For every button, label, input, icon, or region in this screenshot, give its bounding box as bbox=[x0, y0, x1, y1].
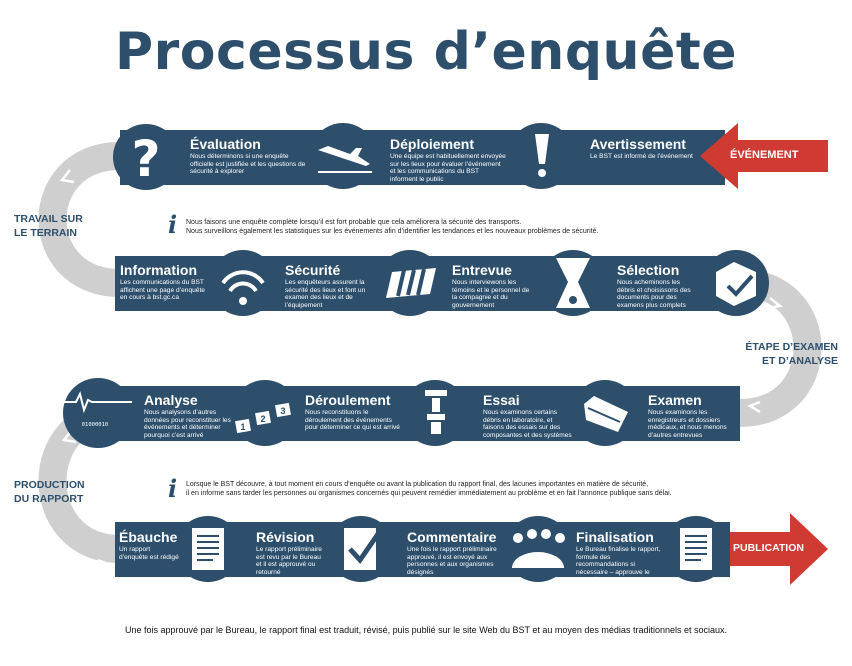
step-title: Entrevue bbox=[452, 262, 512, 278]
step-title: Déploiement bbox=[390, 136, 475, 152]
airplane-icon bbox=[310, 123, 376, 189]
curve-arrowhead bbox=[97, 294, 111, 308]
step-text: Un rapport d’enquête est rédigé bbox=[119, 546, 179, 561]
step-essai: Essai Nous examinons certains débris en … bbox=[483, 393, 573, 439]
curve-arrowhead bbox=[61, 429, 77, 444]
step-ebauche: Ébauche Un rapport d’enquête est rédigé bbox=[119, 530, 179, 561]
step-avertissement: Avertissement Le BST est informé de l’év… bbox=[590, 137, 698, 161]
folder-icon bbox=[572, 380, 638, 446]
info-icon: i bbox=[168, 210, 178, 239]
barrier-icon bbox=[377, 250, 443, 316]
evenement-arrow bbox=[700, 123, 828, 189]
step-title: Commentaire bbox=[407, 529, 497, 545]
step-text: Nous déterminons si une enquête officiel… bbox=[190, 153, 306, 176]
step-text: Le BST est informé de l’événement bbox=[590, 153, 693, 160]
step-text: Nous analysons d’autres données pour rec… bbox=[144, 409, 231, 439]
info-note-2-line2: il en informe sans tarder les personnes … bbox=[186, 490, 672, 497]
step-badge-1: 1 bbox=[240, 422, 245, 432]
step-badge-2: 2 bbox=[260, 414, 265, 424]
publication-arrow bbox=[730, 513, 828, 585]
document-icon bbox=[175, 516, 241, 582]
label-etape-line2: ET D’ANALYSE bbox=[761, 355, 838, 367]
curve-arrowhead bbox=[767, 297, 783, 310]
curve-arrowhead bbox=[97, 558, 111, 572]
connector-curve-right bbox=[739, 269, 822, 427]
step-title: Analyse bbox=[144, 392, 198, 408]
step-text: Une fois le rapport préliminaire approuv… bbox=[407, 546, 497, 576]
step-deroulement: Déroulement Nous reconstituons le déroul… bbox=[305, 393, 403, 432]
step-title: Information bbox=[120, 262, 197, 278]
label-travail-line2: LE TERRAIN bbox=[14, 227, 77, 239]
step-text: Une équipe est habituellement envoyée su… bbox=[390, 153, 506, 183]
step-text: Nous reconstituons le déroulement des év… bbox=[305, 409, 400, 432]
question-mark-icon: ? bbox=[113, 124, 179, 190]
step-examen: Examen Nous examinons les enregistreurs … bbox=[648, 393, 732, 439]
step-securite: Sécurité Les enquêteurs assurent la sécu… bbox=[285, 263, 373, 309]
info-note-1-line1: Nous faisons une enquête complète lorsqu… bbox=[186, 219, 522, 226]
step-text: Les communications du BST affichent une … bbox=[120, 279, 205, 302]
step-title: Avertissement bbox=[590, 136, 686, 152]
exclamation-icon bbox=[508, 123, 574, 189]
info-note-1: Nous faisons une enquête complète lorsqu… bbox=[186, 218, 706, 236]
curve-arrowhead bbox=[59, 169, 75, 184]
label-production-line1: PRODUCTION bbox=[14, 479, 85, 491]
footer-note: Une fois approuvé par le Bureau, le rapp… bbox=[125, 625, 727, 635]
step-commentaire: Commentaire Une fois le rapport prélimin… bbox=[407, 530, 502, 576]
info-note-2: Lorsque le BST découvre, à tout moment e… bbox=[186, 480, 746, 498]
info-note-2-line1: Lorsque le BST découvre, à tout moment e… bbox=[186, 481, 649, 488]
question-mark-glyph: ? bbox=[131, 130, 160, 188]
step-title: Sélection bbox=[617, 262, 680, 278]
heartbeat-icon: 01000010 bbox=[63, 378, 133, 448]
page-title: Processus d’enquête bbox=[115, 22, 737, 82]
numbered-steps-icon: 1 2 3 bbox=[232, 380, 298, 446]
step-title: Sécurité bbox=[285, 262, 341, 278]
binary-text: 01000010 bbox=[82, 422, 109, 428]
step-entrevue: Entrevue Nous interviewons les témoins e… bbox=[452, 263, 534, 309]
wifi-icon bbox=[210, 250, 276, 316]
step-analyse: Analyse Nous analysons d’autres données … bbox=[144, 393, 234, 439]
step-selection: Sélection Nous acheminons les débris et … bbox=[617, 263, 699, 309]
step-title: Révision bbox=[256, 529, 315, 545]
step-text: Le Bureau finalise le rapport, formule d… bbox=[576, 546, 661, 584]
step-deploiement: Déploiement Une équipe est habituellemen… bbox=[390, 137, 508, 183]
publication-label: PUBLICATION bbox=[733, 542, 804, 554]
step-title: Déroulement bbox=[305, 392, 391, 408]
step-text: Nous acheminons les débris et choisisson… bbox=[617, 279, 691, 309]
step-finalisation: Finalisation Le Bureau finalise le rappo… bbox=[576, 530, 664, 584]
step-information: Information Les communications du BST af… bbox=[120, 263, 210, 302]
document-check-icon bbox=[328, 516, 394, 582]
step-title: Finalisation bbox=[576, 529, 654, 545]
step-title: Évaluation bbox=[190, 136, 261, 152]
people-icon bbox=[505, 516, 571, 582]
curve-arrowhead bbox=[747, 400, 761, 414]
connector-curve-left-top bbox=[38, 142, 121, 297]
step-text: Le rapport préliminaire est revu par le … bbox=[256, 546, 322, 576]
label-travail-terrain: TRAVAIL SUR LE TERRAIN bbox=[14, 212, 83, 240]
label-production-rapport: PRODUCTION DU RAPPORT bbox=[14, 478, 85, 506]
lab-equipment-icon bbox=[402, 380, 468, 446]
label-production-line2: DU RAPPORT bbox=[14, 493, 84, 505]
step-badge-3: 3 bbox=[280, 406, 285, 416]
label-travail-line1: TRAVAIL SUR bbox=[14, 213, 83, 225]
step-text: Nous examinons les enregistreurs et doss… bbox=[648, 409, 727, 439]
step-title: Examen bbox=[648, 392, 702, 408]
step-title: Ébauche bbox=[119, 529, 178, 545]
evenement-label: ÉVÉNEMENT bbox=[730, 149, 799, 161]
label-etape-line1: ÉTAPE D’EXAMEN bbox=[745, 341, 838, 353]
info-note-1-line2: Nous surveillons également les statistiq… bbox=[186, 228, 599, 235]
step-revision: Révision Le rapport préliminaire est rev… bbox=[256, 530, 322, 576]
hourglass-icon bbox=[540, 250, 606, 316]
curve-arrowheads bbox=[59, 169, 783, 572]
step-title: Essai bbox=[483, 392, 520, 408]
label-etape-examen: ÉTAPE D’EXAMEN ET D’ANALYSE bbox=[716, 340, 838, 368]
step-text: Les enquêteurs assurent la sécurité des … bbox=[285, 279, 366, 309]
step-text: Nous interviewons les témoins et le pers… bbox=[452, 279, 530, 309]
final-document-icon bbox=[663, 516, 729, 582]
step-evaluation: Évaluation Nous déterminons si une enquê… bbox=[190, 137, 312, 176]
band-row-1 bbox=[120, 130, 725, 185]
step-text: Nous examinons certains débris en labora… bbox=[483, 409, 572, 439]
info-icon: i bbox=[168, 474, 178, 503]
box-checkmark-icon bbox=[703, 250, 769, 316]
